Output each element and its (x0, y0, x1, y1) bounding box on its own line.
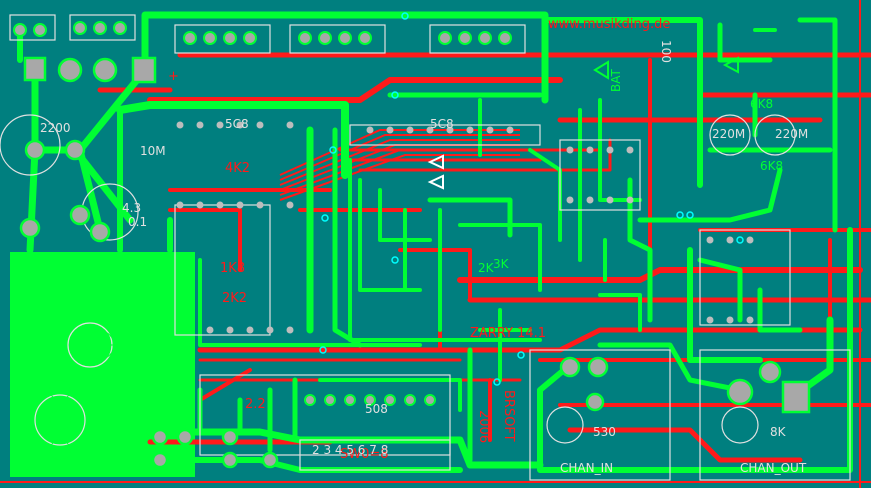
website-label: www.musikding.de (548, 17, 670, 32)
res-6k8-a-label: 6K8 (750, 97, 773, 111)
c-0-1-label: 0.1 (128, 215, 147, 229)
ic-pins (176, 121, 754, 334)
r-1k8-label: 1K8 (220, 261, 245, 276)
r-8k-label: 8K (770, 425, 787, 439)
j-4k2-label: 4K2 (225, 161, 250, 176)
r-43-label: 4.3 (122, 201, 141, 215)
kit-label: ZARRY 14.1 (470, 326, 546, 341)
r-3k-label: 3K (493, 257, 510, 271)
chan-out-label: CHAN_OUT (740, 461, 807, 475)
switch-label: SW0=8 (340, 447, 389, 462)
vias (319, 12, 744, 386)
r-530-label: 530 (593, 425, 616, 439)
mounting-marks (49, 330, 115, 461)
designer-label: BRSOFT (501, 390, 516, 442)
ic-5c8b-label: 5C8 (430, 117, 454, 131)
year-label: 2006 (476, 410, 491, 443)
r-2k-label: 2K (478, 261, 495, 275)
c-2-2-label: 2.2 (245, 397, 266, 412)
diode-bat-label: BAT (609, 68, 623, 92)
chan-in-label: CHAN_IN (560, 461, 613, 475)
res-6k8-b-label: 6K8 (760, 159, 783, 173)
ground-plane-lower (10, 420, 150, 477)
cap-220m-b-label: 220M (775, 127, 808, 141)
diode-symbols (427, 56, 739, 190)
cap-2200-label: 2200 (40, 121, 71, 135)
c-10m-label: 10M (140, 144, 166, 158)
cap-220m-a-label: 220M (712, 127, 745, 141)
ic-5c8-label: 5C8 (225, 117, 249, 131)
ic-508-label: 508 (365, 402, 388, 416)
plus-label: + (168, 69, 179, 84)
r-2k2-label: 2K2 (222, 291, 247, 306)
r-100-label: 100 (659, 40, 673, 63)
pads (19, 56, 811, 469)
header-pins (13, 21, 512, 406)
silkscreen-outlines (0, 14, 851, 481)
dip-numbers-label: 2 3 4 5 6 7 8 (312, 443, 388, 457)
